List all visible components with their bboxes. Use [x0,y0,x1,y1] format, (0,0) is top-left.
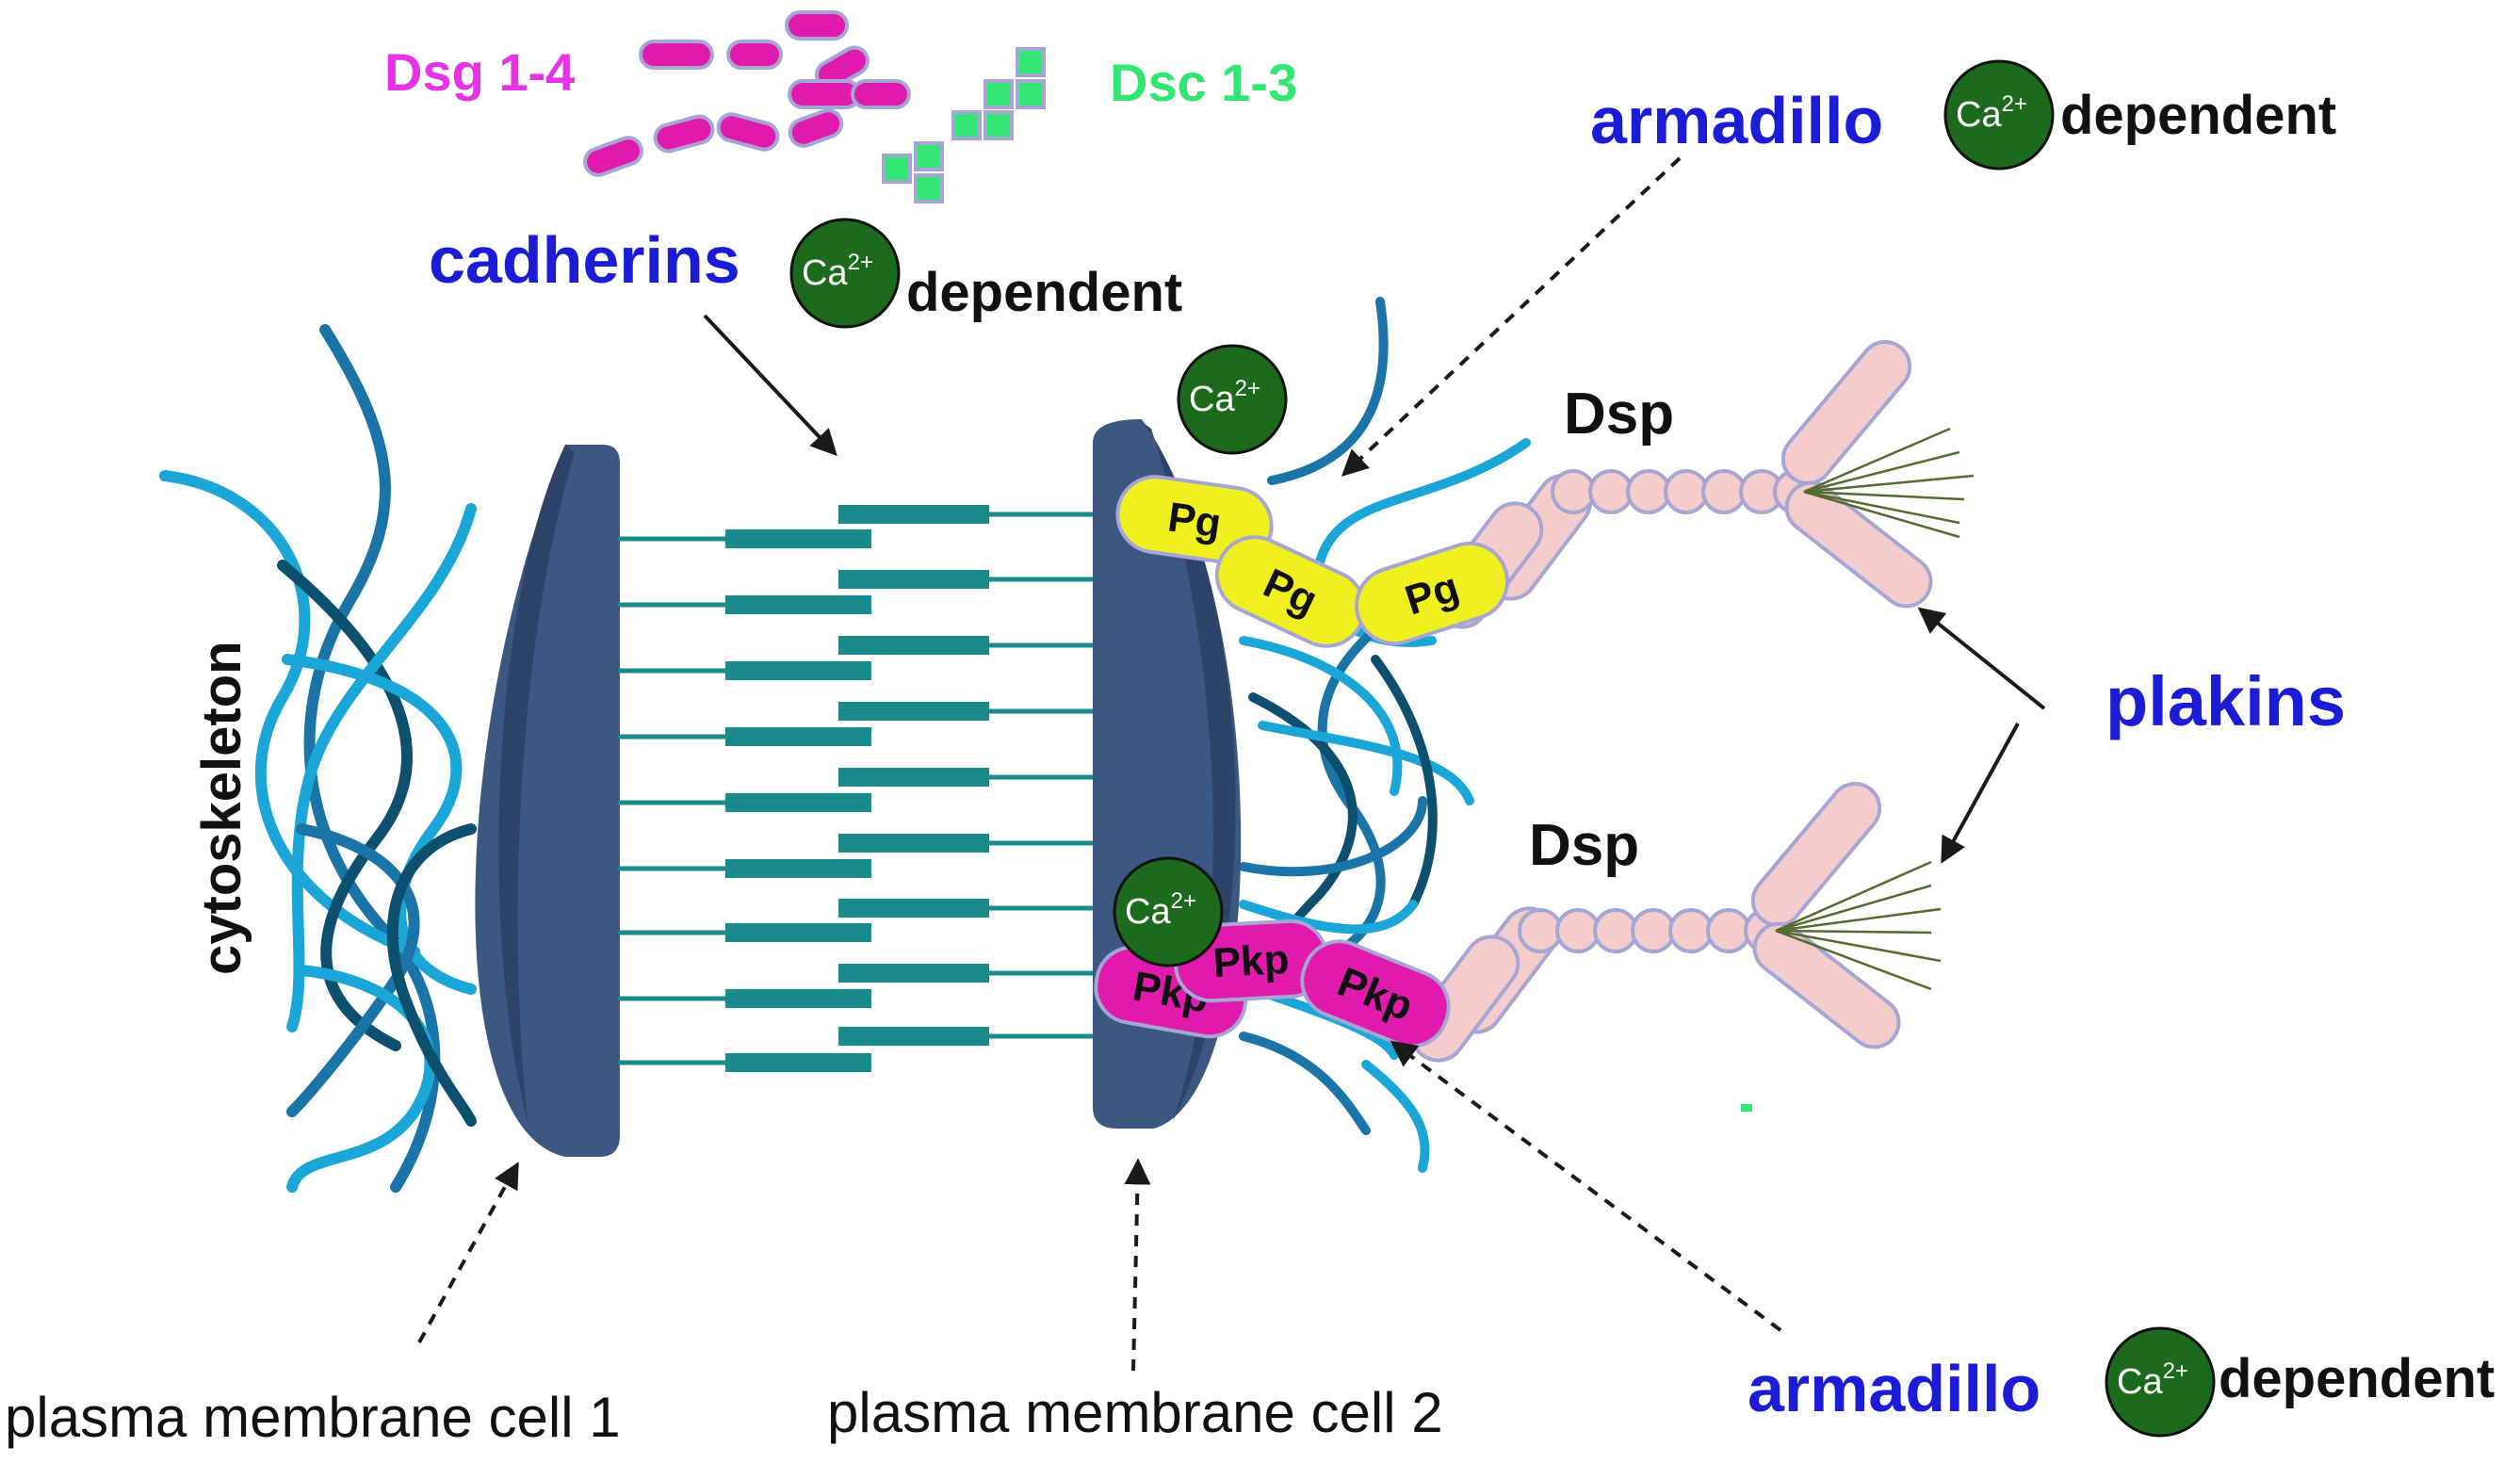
plakins-arrow-bottom [1941,723,2020,864]
dsg-molecules [583,10,911,177]
calcium-badge-cadherins: Ca2+ [789,218,901,329]
svg-text:Ca2+: Ca2+ [1125,888,1196,932]
cadherin-pair [617,1027,1096,1072]
pg-label: Pg [1165,494,1225,546]
calcium-ion: Ca2+ [1177,344,1288,455]
svg-text:Ca2+: Ca2+ [1189,376,1260,419]
cadherin-pair [617,636,1096,680]
armadillo-bottom-arrow [1390,1040,1782,1332]
plakins-label: plakins [2105,662,2346,740]
plakins-arrow-top [1917,607,2046,710]
cadherin-pair [617,702,1096,746]
cadherins-dependent-label: dependent [906,262,1182,323]
cadherin-pair [617,768,1096,812]
plakin-fibers-top [1803,427,1975,539]
calcium-ion: Ca2+ [1113,856,1224,967]
dsp-bottom-label: Dsp [1529,813,1639,878]
cadherin-rows [617,505,1096,1072]
plakin-fibers-bottom [1775,860,1942,991]
svg-text:Ca2+: Ca2+ [1956,91,2027,135]
plakophilin-group: Pkp Pkp Pkp [1094,918,1451,1048]
dsc-label: Dsc 1-3 [1110,53,1297,112]
cytoskeleton-label: cytoskeleton [191,641,252,975]
svg-text:Ca2+: Ca2+ [2117,1358,2188,1402]
armadillo-top-dependent-label: dependent [2060,85,2336,146]
calcium-badge-armadillo-top: Ca2+ [1943,59,2055,171]
armadillo-bottom-label: armadillo [1748,1352,2040,1425]
armadillo-top-label: armadillo [1590,84,1883,157]
membrane-cell-2-label: plasma membrane cell 2 [827,1381,1443,1444]
plakoglobin-2: Pg [1214,535,1367,648]
cadherin-pair [617,505,1096,548]
membrane-cell-1-arrow [417,1162,519,1343]
plasma-membrane-cell-1 [475,445,620,1157]
cadherin-pair [617,964,1096,1008]
plakoglobin-3: Pg [1355,542,1509,645]
membrane-cell-2-arrow [1124,1158,1151,1372]
arrows [417,156,2046,1372]
cadherin-pair [617,570,1096,614]
cadherins-label: cadherins [429,223,740,297]
dsc-molecules [882,47,1752,1112]
pkp-label: Pkp [1211,936,1290,986]
desmoplakin-top [1433,339,1933,629]
calcium-badge-armadillo-bottom: Ca2+ [2105,1326,2216,1438]
cytoskeleton-cell-1 [159,324,477,1193]
dsp-top-label: Dsp [1564,382,1674,447]
plakoglobin-1: Pg [1115,475,1274,565]
plakoglobin-group: Pg Pg Pg [1115,475,1509,648]
cadherin-pair [617,834,1096,878]
plakophilin-3: Pkp [1300,939,1451,1048]
cadherins-arrow [703,314,837,457]
cadherin-pair [617,899,1096,942]
armadillo-top-arrow [1341,156,1682,477]
armadillo-bottom-dependent-label: dependent [2219,1348,2495,1409]
dsg-label: Dsg 1-4 [384,42,575,102]
membrane-cell-1-label: plasma membrane cell 1 [5,1386,621,1449]
svg-text:Ca2+: Ca2+ [802,250,873,293]
